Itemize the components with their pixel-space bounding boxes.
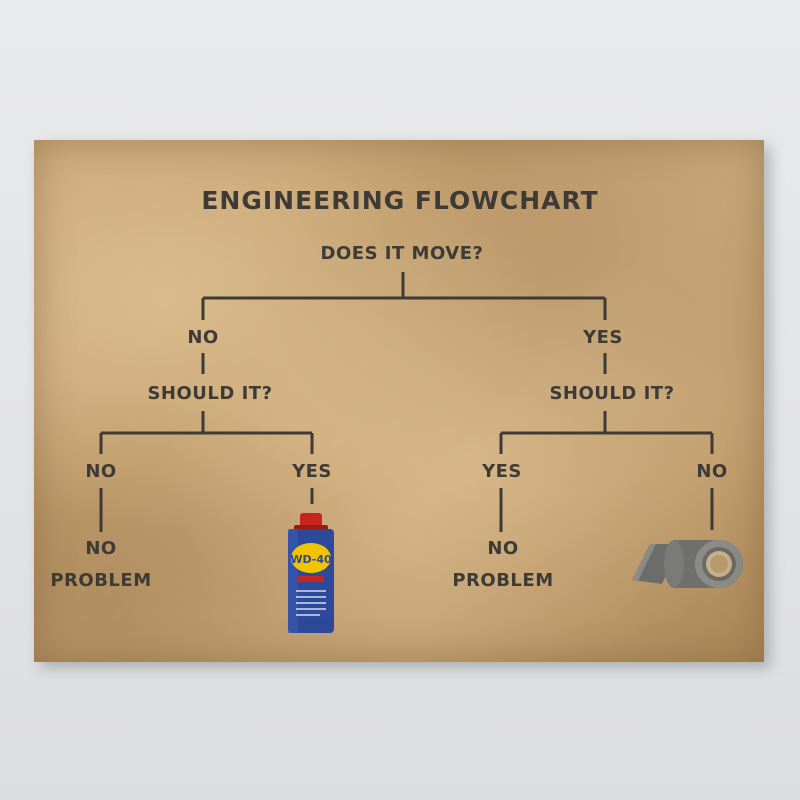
root-connector — [201, 272, 607, 320]
right-subtree-connector — [499, 411, 714, 454]
left-left-answer: NO — [85, 461, 116, 482]
right-branch-answer: YES — [582, 327, 623, 348]
flowchart-diagram: ENGINEERING FLOWCHART DOES IT MOVE? NO S… — [50, 186, 743, 633]
wd40-brand-label: WD-40 — [290, 553, 332, 566]
right-right-answer: NO — [696, 461, 727, 482]
right-branch-question: SHOULD IT? — [549, 383, 674, 404]
flowchart-title: ENGINEERING FLOWCHART — [201, 186, 598, 215]
left-left-result-line2: PROBLEM — [50, 570, 151, 591]
right-left-result-line1: NO — [487, 538, 518, 559]
left-branch-answer: NO — [187, 327, 218, 348]
left-branch-question: SHOULD IT? — [147, 383, 272, 404]
poster-canvas: ENGINEERING FLOWCHART DOES IT MOVE? NO S… — [34, 140, 764, 662]
right-left-result-line2: PROBLEM — [452, 570, 553, 591]
right-left-answer: YES — [481, 461, 522, 482]
wd40-can-image: WD-40 — [288, 513, 334, 633]
duct-tape-image — [632, 540, 743, 588]
left-subtree-connector — [99, 411, 314, 454]
left-left-result-line1: NO — [85, 538, 116, 559]
left-right-answer: YES — [291, 461, 332, 482]
root-question: DOES IT MOVE? — [321, 243, 484, 264]
